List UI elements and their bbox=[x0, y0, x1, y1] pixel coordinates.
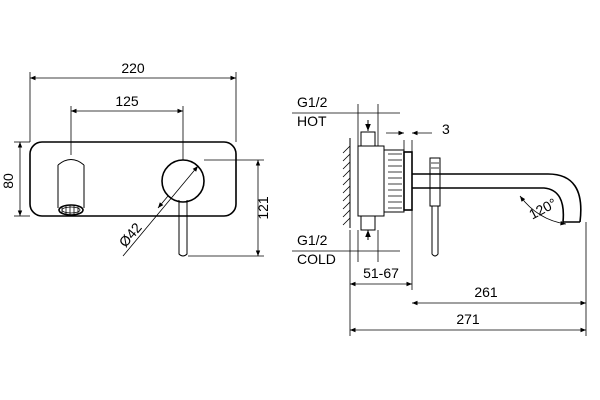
hot-label: HOT bbox=[297, 113, 327, 129]
dim-angle: 120° bbox=[519, 195, 567, 226]
dim-125-label: 125 bbox=[115, 93, 139, 109]
side-handle bbox=[429, 157, 441, 257]
dim-3: 3 bbox=[386, 121, 450, 152]
dim-diameter: Ø42 bbox=[116, 165, 199, 257]
dim-121: 121 bbox=[188, 159, 271, 257]
dim-261-label: 261 bbox=[474, 284, 498, 300]
dim-220-label: 220 bbox=[121, 60, 145, 76]
dim-3-label: 3 bbox=[442, 121, 450, 137]
side-view: G1/2 HOT G1/2 COLD 3 51-67 bbox=[292, 94, 587, 336]
spout-outlet bbox=[57, 159, 85, 216]
cold-size: G1/2 bbox=[297, 232, 328, 248]
dim-220: 220 bbox=[29, 60, 237, 142]
dim-80-label: 80 bbox=[0, 173, 16, 189]
concealed-body bbox=[357, 120, 413, 240]
dim-51-67-label: 51-67 bbox=[363, 265, 399, 281]
wall-hatching bbox=[342, 138, 351, 228]
spout-pipe bbox=[412, 173, 582, 223]
dim-121-label: 121 bbox=[255, 196, 271, 220]
dim-261: 261 bbox=[412, 222, 587, 336]
cold-label: COLD bbox=[297, 251, 336, 267]
dim-angle-label: 120° bbox=[526, 195, 559, 223]
cold-inlet-label: G1/2 COLD bbox=[292, 230, 400, 267]
front-view: 220 125 80 121 Ø42 bbox=[0, 60, 271, 257]
dim-125: 125 bbox=[70, 93, 184, 160]
dim-51-67: 51-67 bbox=[349, 210, 413, 336]
dim-271-label: 271 bbox=[456, 311, 480, 327]
dim-80: 80 bbox=[0, 141, 30, 217]
dim-diameter-label: Ø42 bbox=[116, 219, 145, 250]
hot-size: G1/2 bbox=[297, 94, 328, 110]
handle-lever bbox=[178, 200, 188, 257]
dim-271: 271 bbox=[350, 311, 586, 333]
wall-plate bbox=[29, 141, 237, 217]
hot-inlet-label: G1/2 HOT bbox=[292, 94, 400, 146]
